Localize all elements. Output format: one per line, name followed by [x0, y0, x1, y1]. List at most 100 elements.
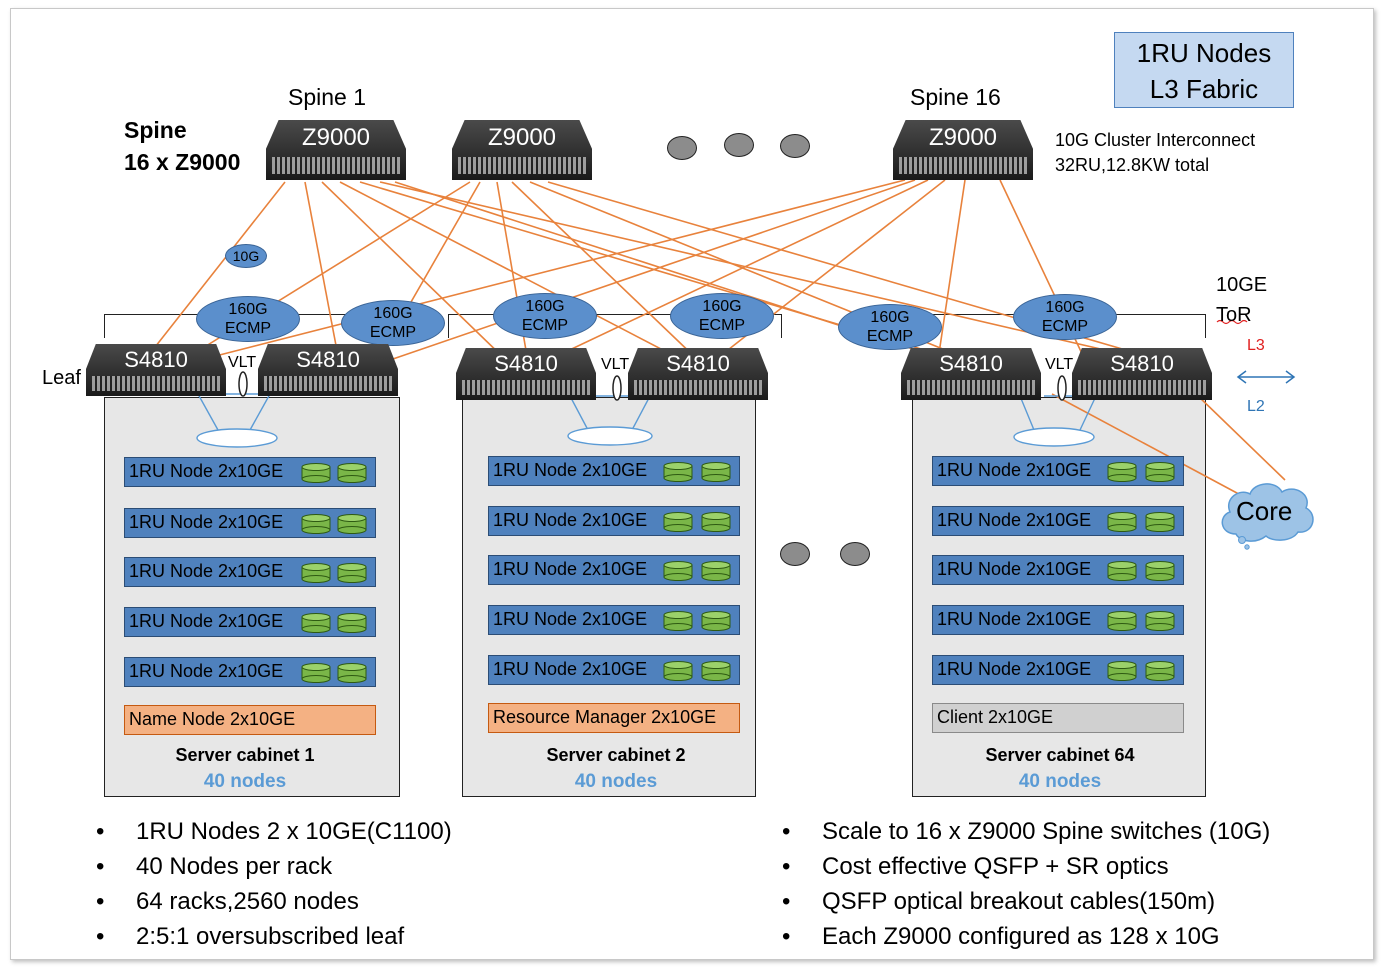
ecmp-line2: ECMP: [1041, 318, 1089, 335]
disk-icon: [663, 661, 693, 681]
disk-icon: [337, 613, 367, 633]
ellipsis-dot: [667, 136, 697, 160]
spine-label: Spine 16 x Z9000: [124, 114, 240, 178]
disk-icon: [1107, 611, 1137, 631]
interconnect-note: 10G Cluster Interconnect 32RU,12.8KW tot…: [1055, 128, 1255, 178]
cabinet-64-name: Server cabinet 64: [985, 745, 1135, 765]
server-node-label: 1RU Node 2x10GE: [129, 611, 284, 631]
server-node: 1RU Node 2x10GE: [488, 456, 740, 486]
tor-label: 10GE ToR: [1216, 270, 1267, 330]
switch-ports: [91, 376, 221, 391]
vlt-label: VLT: [1045, 356, 1074, 373]
server-node-label: 1RU Node 2x10GE: [937, 460, 1092, 480]
server-node: 1RU Node 2x10GE: [124, 657, 376, 687]
bullet-item: 64 racks,2560 nodes: [96, 887, 452, 922]
server-node: 1RU Node 2x10GE: [488, 655, 740, 685]
l2-label: L2: [1247, 398, 1265, 415]
switch-ports: [1077, 380, 1207, 395]
core-cloud: [1221, 483, 1314, 550]
server-node: 1RU Node 2x10GE: [124, 457, 376, 487]
switch-ports: [263, 376, 393, 391]
ecmp-line1: 160G: [870, 309, 910, 326]
ecmp-badge: 160G ECMP: [838, 304, 942, 350]
disk-icon: [701, 561, 731, 581]
server-node-label: 1RU Node 2x10GE: [937, 659, 1092, 679]
disk-icon: [1107, 462, 1137, 482]
disk-icon: [663, 611, 693, 631]
disk-icon: [301, 463, 331, 483]
server-node: 1RU Node 2x10GE: [932, 506, 1184, 536]
disk-icon: [1107, 561, 1137, 581]
ellipsis-dot: [780, 134, 810, 158]
disk-icon: [337, 663, 367, 683]
server-node: 1RU Node 2x10GE: [124, 557, 376, 587]
bullet-item: 40 Nodes per rack: [96, 852, 452, 887]
ecmp-line1: 160G: [373, 305, 413, 322]
ecmp-line2: ECMP: [224, 320, 272, 337]
ellipsis-dot: [840, 542, 870, 566]
bullet-item: Cost effective QSFP + SR optics: [782, 852, 1270, 887]
disk-icon: [663, 561, 693, 581]
title-line2: L3 Fabric: [1149, 74, 1259, 104]
server-node: 1RU Node 2x10GE: [932, 655, 1184, 685]
switch-model: S4810: [939, 351, 1003, 376]
server-node: 1RU Node 2x10GE: [932, 605, 1184, 635]
disk-icon: [1145, 561, 1175, 581]
bullets-right: Scale to 16 x Z9000 Spine switches (10G)…: [782, 817, 1270, 957]
ecmp-line2: ECMP: [369, 324, 417, 341]
server-node-label: 1RU Node 2x10GE: [129, 512, 284, 532]
server-node: 1RU Node 2x10GE: [488, 555, 740, 585]
server-node-label: 1RU Node 2x10GE: [937, 510, 1092, 530]
disk-icon: [701, 611, 731, 631]
spine-switch-16: Z9000: [893, 120, 1033, 180]
ecmp-line2: ECMP: [866, 328, 914, 345]
core-label: Core: [1236, 496, 1293, 526]
server-node-label: 1RU Node 2x10GE: [129, 561, 284, 581]
ellipsis-dot: [724, 133, 754, 157]
link-10g-label: 10G: [232, 248, 260, 264]
spine-switch-2: Z9000: [452, 120, 592, 180]
ecmp-line2: ECMP: [698, 317, 746, 334]
ellipsis-dot: [780, 542, 810, 566]
spine-label-line2: 16 x Z9000: [124, 149, 241, 175]
name-node: Name Node 2x10GE: [124, 705, 376, 735]
ecmp-line1: 160G: [525, 298, 565, 315]
bullet-item: 1RU Nodes 2 x 10GE(C1100): [96, 817, 452, 852]
disk-icon: [701, 661, 731, 681]
switch-ports: [271, 157, 401, 174]
link-10g-badge: 10G: [225, 244, 267, 268]
server-node-label: 1RU Node 2x10GE: [493, 460, 648, 480]
ecmp-line2: ECMP: [521, 317, 569, 334]
disk-icon: [1107, 512, 1137, 532]
switch-model: S4810: [1110, 351, 1174, 376]
spine-16-header: Spine 16: [910, 84, 1001, 110]
cabinet-2-name: Server cabinet 2: [546, 745, 686, 765]
ecmp-badge: 160G ECMP: [341, 300, 445, 346]
client-node: Client 2x10GE: [932, 703, 1184, 733]
server-node-label: 1RU Node 2x10GE: [129, 661, 284, 681]
disk-icon: [1145, 611, 1175, 631]
switch-ports: [461, 380, 591, 395]
switch-model: S4810: [124, 347, 188, 372]
server-node-label: 1RU Node 2x10GE: [493, 559, 648, 579]
switch-model: S4810: [494, 351, 558, 376]
title-line1: 1RU Nodes: [1136, 38, 1272, 68]
interconnect-line1: 10G Cluster Interconnect: [1055, 130, 1256, 150]
ecmp-badge: 160G ECMP: [493, 293, 597, 339]
disk-icon: [1145, 512, 1175, 532]
switch-ports: [633, 380, 763, 395]
cabinet-1-name: Server cabinet 1: [175, 745, 315, 765]
tor-squiggle: [1216, 319, 1248, 325]
spine-switch-1: Z9000: [266, 120, 406, 180]
disk-icon: [1145, 661, 1175, 681]
bullets-left: 1RU Nodes 2 x 10GE(C1100) 40 Nodes per r…: [96, 817, 452, 957]
disk-icon: [663, 512, 693, 532]
switch-model: Z9000: [487, 124, 557, 151]
server-node: 1RU Node 2x10GE: [124, 607, 376, 637]
disk-icon: [1145, 462, 1175, 482]
cabinet-2-count: 40 nodes: [574, 771, 658, 792]
ecmp-line1: 160G: [702, 298, 742, 315]
cabinet-1-count: 40 nodes: [203, 771, 287, 792]
